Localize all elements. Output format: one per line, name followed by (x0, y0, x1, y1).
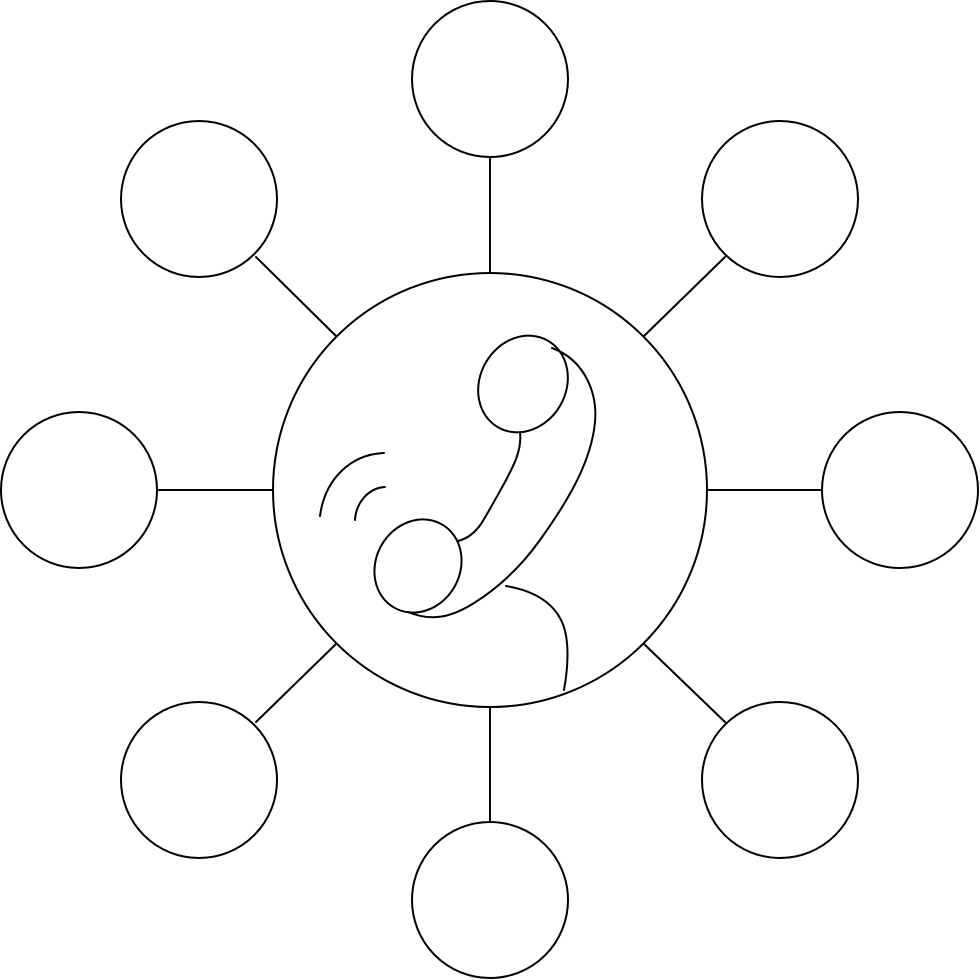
signal-wave-inner (354, 486, 386, 521)
satellite-node-right (821, 411, 979, 569)
handset-earpiece (477, 334, 569, 434)
satellite-node-top-left (120, 120, 278, 278)
handset-cord (505, 585, 569, 691)
satellite-node-top-right (701, 120, 859, 278)
satellite-node-bottom (411, 821, 569, 979)
satellite-node-bottom-right (701, 701, 859, 859)
signal-wave-outer (319, 452, 385, 517)
connector-bottom-left (255, 643, 337, 723)
connectors (157, 157, 823, 823)
connector-top-left (255, 256, 337, 337)
handset-handle-outer (407, 347, 597, 619)
hub-circle (272, 272, 708, 708)
phone-handset-icon (319, 334, 597, 691)
satellite-node-left (0, 411, 158, 569)
connector-top-right (643, 256, 726, 337)
handset-handle-inner (457, 431, 522, 542)
connector-bottom-right (643, 643, 726, 723)
satellite-node-bottom-left (120, 701, 278, 859)
handset-mouthpiece (373, 518, 463, 614)
satellite-node-top (411, 0, 569, 158)
